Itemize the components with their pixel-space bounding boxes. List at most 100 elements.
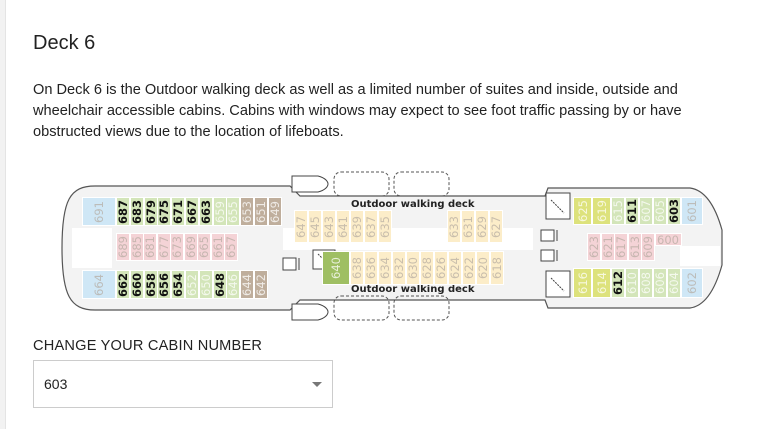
cabin-611[interactable]: 611: [625, 197, 639, 225]
cabin-658[interactable]: 658: [143, 270, 158, 299]
cabin-619[interactable]: 619: [592, 197, 611, 225]
cabin-671[interactable]: 671: [171, 197, 185, 226]
cabin-601[interactable]: 601: [681, 197, 703, 225]
cabin-630[interactable]: 630: [406, 251, 420, 285]
cabin-603[interactable]: 603: [667, 197, 681, 225]
cabin-660[interactable]: 660: [129, 270, 144, 299]
cabin-627[interactable]: 627: [489, 210, 503, 243]
cabin-681[interactable]: 681: [143, 233, 157, 261]
cabin-609[interactable]: 609: [641, 233, 655, 261]
cabin-618[interactable]: 618: [490, 251, 504, 285]
cabin-662[interactable]: 662: [116, 270, 130, 299]
cabin-636[interactable]: 636: [364, 251, 378, 285]
cabin-679[interactable]: 679: [143, 197, 158, 226]
cabin-664[interactable]: 664: [82, 270, 116, 299]
cabin-643[interactable]: 643: [322, 210, 336, 243]
cabin-648[interactable]: 648: [212, 270, 227, 299]
cabin-687[interactable]: 687: [116, 197, 130, 226]
cabin-620[interactable]: 620: [476, 251, 490, 285]
cabin-655[interactable]: 655: [226, 197, 240, 226]
cabin-602[interactable]: 602: [681, 268, 703, 298]
cabin-653[interactable]: 653: [240, 197, 254, 226]
cabin-622[interactable]: 622: [462, 251, 476, 285]
cabin-644[interactable]: 644: [240, 270, 254, 299]
cabin-637[interactable]: 637: [364, 210, 378, 243]
cabin-649[interactable]: 649: [267, 197, 282, 226]
walking-deck-label-bottom: Outdoor walking deck: [351, 284, 475, 295]
cabin-646[interactable]: 646: [226, 270, 240, 299]
lifeboat-icon: [291, 175, 329, 321]
cabin-number: 616: [575, 272, 590, 294]
cabin-604[interactable]: 604: [667, 268, 681, 298]
cabin-621[interactable]: 621: [600, 233, 615, 261]
cabin-640[interactable]: 640: [322, 251, 350, 285]
cabin-number: 661: [210, 236, 225, 258]
cabin-685[interactable]: 685: [129, 233, 144, 261]
cabin-667[interactable]: 667: [185, 197, 199, 226]
cabin-633[interactable]: 633: [447, 210, 461, 243]
cabin-number-select[interactable]: 603: [33, 360, 333, 408]
cabin-634[interactable]: 634: [378, 251, 392, 285]
cabin-631[interactable]: 631: [461, 210, 475, 243]
cabin-617[interactable]: 617: [614, 233, 628, 261]
cabin-673[interactable]: 673: [170, 233, 184, 261]
cabin-665[interactable]: 665: [197, 233, 211, 261]
cabin-663[interactable]: 663: [198, 197, 213, 226]
cabin-635[interactable]: 635: [378, 210, 392, 243]
cabin-614[interactable]: 614: [592, 268, 611, 298]
cabin-613[interactable]: 613: [627, 233, 642, 261]
cabin-number: 629: [475, 215, 490, 238]
cabin-number: 645: [308, 215, 323, 238]
cabin-615[interactable]: 615: [611, 197, 625, 225]
cabin-number: 642: [254, 273, 269, 296]
cabin-623[interactable]: 623: [587, 233, 601, 261]
cabin-641[interactable]: 641: [336, 210, 350, 243]
cabin-number: 610: [625, 272, 640, 294]
cabin-651[interactable]: 651: [254, 197, 268, 226]
cabin-number: 614: [594, 272, 609, 294]
cabin-638[interactable]: 638: [350, 251, 364, 285]
cabin-600[interactable]: 600: [654, 232, 682, 247]
cabin-number: 664: [91, 273, 106, 296]
cabin-689[interactable]: 689: [116, 233, 130, 261]
cabin-number: 659: [212, 200, 227, 223]
cabin-625[interactable]: 625: [573, 197, 592, 225]
cabin-657[interactable]: 657: [224, 233, 238, 261]
cabin-616[interactable]: 616: [573, 268, 592, 298]
cabin-654[interactable]: 654: [171, 270, 185, 299]
cabin-675[interactable]: 675: [157, 197, 171, 226]
cabin-645[interactable]: 645: [308, 210, 322, 243]
cabin-610[interactable]: 610: [625, 268, 639, 298]
cabin-661[interactable]: 661: [210, 233, 225, 261]
cabin-606[interactable]: 606: [653, 268, 667, 298]
cabin-number: 619: [594, 200, 609, 222]
cabin-608[interactable]: 608: [639, 268, 653, 298]
cabin-683[interactable]: 683: [129, 197, 144, 226]
cabin-605[interactable]: 605: [653, 197, 667, 225]
cabin-number: 617: [614, 236, 629, 258]
cabin-639[interactable]: 639: [350, 210, 364, 243]
cabin-629[interactable]: 629: [475, 210, 489, 243]
cabin-691[interactable]: 691: [82, 197, 116, 226]
cabin-612[interactable]: 612: [611, 268, 625, 298]
cabin-number: 637: [364, 215, 379, 238]
cabin-624[interactable]: 624: [448, 251, 462, 285]
cabin-number: 600: [657, 232, 679, 247]
cabin-659[interactable]: 659: [212, 197, 227, 226]
cabin-650[interactable]: 650: [198, 270, 213, 299]
cabin-677[interactable]: 677: [156, 233, 171, 261]
cabin-number: 650: [198, 273, 213, 296]
cabin-number: 658: [143, 272, 158, 297]
cabin-607[interactable]: 607: [639, 197, 653, 225]
cabin-626[interactable]: 626: [434, 251, 448, 285]
cabin-number: 651: [254, 200, 269, 223]
cabin-642[interactable]: 642: [254, 270, 268, 299]
cabin-632[interactable]: 632: [392, 251, 406, 285]
cabin-656[interactable]: 656: [157, 270, 171, 299]
cabin-number: 620: [476, 257, 491, 279]
cabin-669[interactable]: 669: [183, 233, 198, 261]
cabin-652[interactable]: 652: [185, 270, 199, 299]
cabin-628[interactable]: 628: [420, 251, 434, 285]
cabin-647[interactable]: 647: [294, 210, 308, 243]
